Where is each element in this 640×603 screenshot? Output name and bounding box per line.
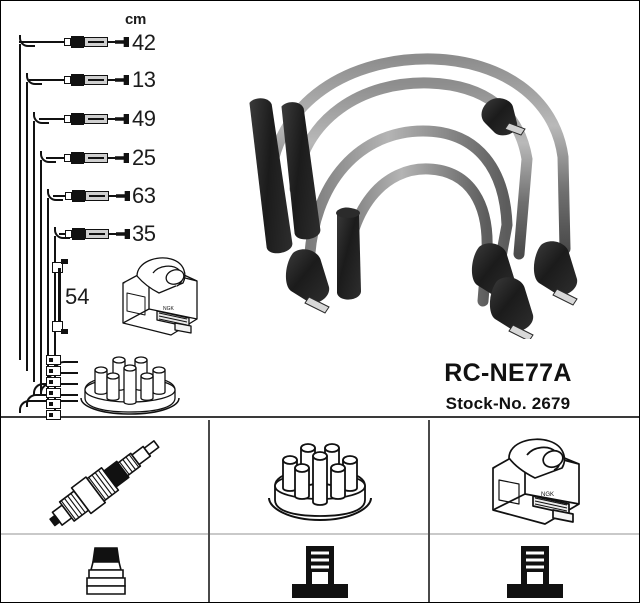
ignition-coil-icon: NGK bbox=[492, 438, 580, 525]
legend-panels: NGK bbox=[1, 420, 639, 602]
schematic-lead-1 bbox=[19, 35, 129, 49]
ignition-wire-set-photo bbox=[249, 53, 578, 339]
bundle-terminal bbox=[46, 388, 61, 398]
ignition-coil-icon: NGK bbox=[122, 257, 198, 336]
schematic-lead-4 bbox=[46, 151, 132, 165]
bundle-terminal bbox=[46, 410, 61, 420]
legend-row-divider bbox=[1, 533, 639, 535]
unit-header: cm bbox=[125, 11, 147, 28]
bundle-terminal bbox=[46, 377, 61, 387]
lead-connector bbox=[65, 189, 131, 203]
legend-panel-spark-plug bbox=[1, 420, 208, 602]
schematic-lead-6 bbox=[59, 227, 133, 241]
lead-connector bbox=[64, 73, 130, 87]
length-label-3: 49 bbox=[132, 106, 156, 131]
distributor-cap-icon bbox=[268, 443, 372, 521]
length-label-5: 63 bbox=[132, 183, 156, 208]
stock-number: Stock-No. 2679 bbox=[445, 394, 571, 413]
bundle-line-4 bbox=[40, 160, 42, 393]
schematic-lead-3 bbox=[39, 112, 131, 126]
svg-text:NGK: NGK bbox=[541, 492, 554, 498]
coil-terminal-icon bbox=[507, 546, 563, 598]
length-label-6: 35 bbox=[132, 221, 156, 246]
lead-connector bbox=[64, 151, 130, 165]
length-label-4: 25 bbox=[132, 145, 156, 170]
main-panel: cm 42 13 49 25 63 35 bbox=[1, 1, 639, 420]
bundle-line-2 bbox=[26, 82, 28, 371]
schematic-lead-2 bbox=[29, 73, 129, 87]
bundle-line-5 bbox=[47, 198, 49, 402]
product-code: RC-NE77A bbox=[444, 359, 572, 387]
right-angle-connector-icon bbox=[52, 259, 68, 273]
schematic-lead-5 bbox=[53, 189, 133, 203]
legend-panel-distributor bbox=[208, 420, 428, 602]
bundle-line-1 bbox=[19, 44, 21, 360]
coil-wire-schematic bbox=[48, 259, 88, 335]
spark-plug-boot-terminal-icon bbox=[86, 547, 126, 595]
lead-connector bbox=[64, 112, 130, 126]
length-label-1: 42 bbox=[132, 30, 156, 55]
spark-plug-icon bbox=[49, 440, 160, 527]
length-label-coil: 54 bbox=[65, 284, 90, 309]
svg-text:NGK: NGK bbox=[163, 306, 175, 312]
bundle-terminal bbox=[46, 399, 61, 409]
lead-connector bbox=[64, 35, 130, 49]
legend-panel-coil: NGK bbox=[428, 420, 639, 602]
distributor-terminal-icon bbox=[292, 546, 348, 598]
product-label: RC-NE77A Stock-No. 2679 bbox=[403, 359, 613, 414]
length-label-2: 13 bbox=[132, 67, 156, 92]
bundle-terminal bbox=[46, 355, 61, 365]
bundle-terminal bbox=[46, 366, 61, 376]
right-angle-connector-icon bbox=[52, 321, 68, 335]
lead-connector bbox=[65, 227, 131, 241]
distributor-cap-icon bbox=[80, 356, 180, 415]
bundle-line-3 bbox=[33, 121, 35, 382]
